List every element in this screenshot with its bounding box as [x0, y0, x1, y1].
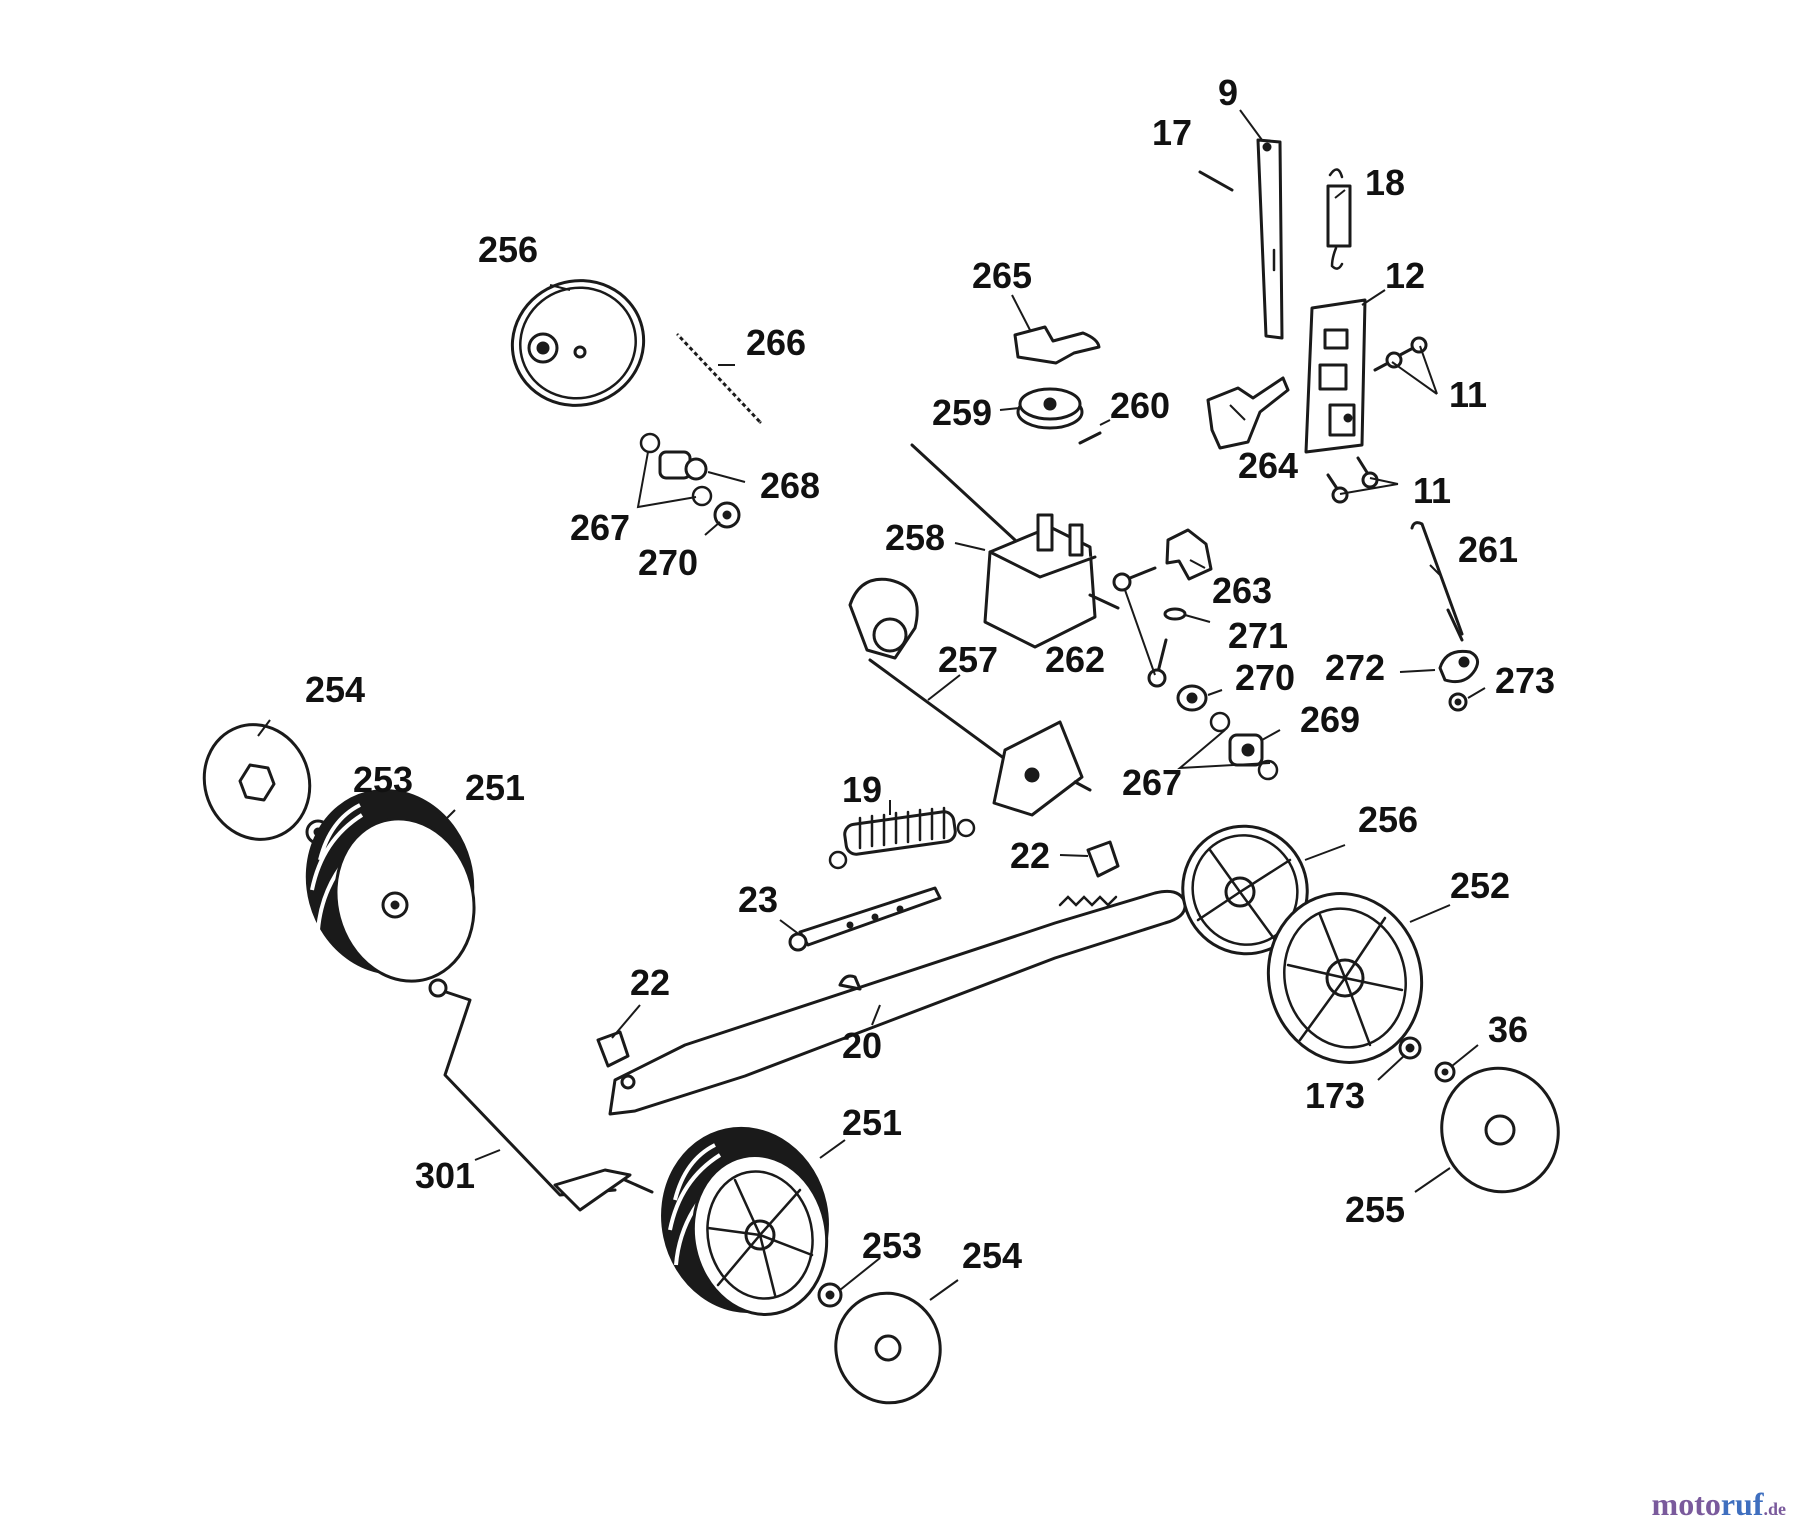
callout-263: 263 [1212, 570, 1272, 611]
part-270-washer-top [713, 501, 741, 529]
part-12-plate [1304, 298, 1367, 454]
watermark-suffix: .de [1763, 1499, 1787, 1519]
part-265-bracket [1013, 325, 1101, 365]
part-260-key [1078, 431, 1102, 445]
part-18-spring [1326, 168, 1352, 270]
callout-173: 173 [1305, 1075, 1365, 1116]
callout-261: 261 [1458, 529, 1518, 570]
callout-270-mid: 270 [1235, 657, 1295, 698]
part-268-gear [658, 450, 708, 481]
callout-9: 9 [1218, 72, 1238, 113]
part-256-wheel-cover-top [510, 279, 646, 407]
part-9-rod [1256, 138, 1284, 340]
part-251-wheel-top [305, 789, 476, 983]
callout-257: 257 [938, 639, 998, 680]
callout-22-left: 22 [630, 962, 670, 1003]
callout-254-bottom: 254 [962, 1235, 1022, 1276]
callout-36: 36 [1488, 1009, 1528, 1050]
callout-11-lower: 11 [1413, 470, 1451, 511]
callout-265: 265 [972, 255, 1032, 296]
callout-266: 266 [746, 322, 806, 363]
callout-269: 269 [1300, 699, 1360, 740]
part-252-wheel [1266, 892, 1424, 1064]
part-266-axle [676, 333, 762, 424]
part-264-bracket [1206, 376, 1290, 450]
part-261-rod [1410, 521, 1464, 642]
callout-273: 273 [1495, 660, 1555, 701]
part-256-wheel-cover-right [1181, 824, 1309, 956]
callout-256-right: 256 [1358, 799, 1418, 840]
part-22-clip-left [596, 1030, 630, 1068]
part-259-pulley [1016, 387, 1084, 430]
part-251-wheel-bottom [661, 1126, 829, 1316]
callout-267-top: 267 [570, 507, 630, 548]
callout-272: 272 [1325, 647, 1385, 688]
part-258-gearbox [910, 443, 1120, 649]
callout-253-bottom: 253 [862, 1225, 922, 1266]
callout-253-top: 253 [353, 759, 413, 800]
watermark-brand-a: moto [1651, 1486, 1721, 1522]
part-17-pin [1198, 170, 1234, 192]
watermark-brand-b: ruf [1720, 1486, 1764, 1522]
part-272-link [1438, 649, 1480, 684]
callout-19: 19 [842, 769, 882, 810]
callout-264: 264 [1238, 445, 1298, 486]
callout-271: 271 [1228, 615, 1288, 656]
part-254-hub-cap-top [202, 723, 312, 841]
callout-251-bottom: 251 [842, 1102, 902, 1143]
part-36-nut [1434, 1061, 1456, 1083]
callout-12: 12 [1385, 255, 1425, 296]
part-301-axle [428, 978, 654, 1212]
part-262-bolts [1112, 566, 1168, 688]
part-20-adjust-lever [608, 889, 1187, 1116]
callout-301: 301 [415, 1155, 475, 1196]
callout-17: 17 [1152, 112, 1192, 153]
part-254-hub-cap-bottom [834, 1291, 942, 1405]
callout-255: 255 [1345, 1189, 1405, 1230]
part-263-bracket [1165, 528, 1213, 581]
part-19-spring [828, 806, 976, 870]
part-267-retaining-rings-top [639, 432, 713, 507]
part-173-washer [1398, 1036, 1422, 1060]
callout-23: 23 [738, 879, 778, 920]
part-255-hub-cap [1440, 1066, 1560, 1194]
callout-270-top: 270 [638, 542, 698, 583]
part-22-clip-mid [1086, 840, 1120, 878]
part-257-lever [848, 577, 1092, 817]
callout-20: 20 [842, 1025, 882, 1066]
callout-258: 258 [885, 517, 945, 558]
callout-18: 18 [1365, 162, 1405, 203]
callout-260: 260 [1110, 385, 1170, 426]
part-23-bar [788, 886, 942, 952]
callout-252: 252 [1450, 865, 1510, 906]
part-269-gear [1228, 733, 1264, 767]
part-273-nut [1448, 692, 1468, 712]
callout-11-upper: 11 [1449, 374, 1487, 415]
callout-262: 262 [1045, 639, 1105, 680]
callout-22-mid: 22 [1010, 835, 1050, 876]
callout-256-top: 256 [478, 229, 538, 270]
callout-labels: 9 17 18 12 11 11 265 264 259 260 256 266… [305, 72, 1555, 1276]
leader-lines [257, 109, 1486, 1301]
part-11-screws [1326, 336, 1428, 504]
callout-254-top: 254 [305, 669, 365, 710]
watermark-logo: motoruf.de [1652, 1486, 1786, 1523]
callout-268: 268 [760, 465, 820, 506]
part-270-washer-mid [1176, 684, 1208, 712]
callout-251-top: 251 [465, 767, 525, 808]
part-253-nut-bottom [817, 1282, 843, 1308]
callout-267-mid: 267 [1122, 762, 1182, 803]
part-267-retaining-rings-mid [1209, 711, 1279, 781]
part-271-washer [1163, 607, 1187, 621]
callout-259: 259 [932, 392, 992, 433]
